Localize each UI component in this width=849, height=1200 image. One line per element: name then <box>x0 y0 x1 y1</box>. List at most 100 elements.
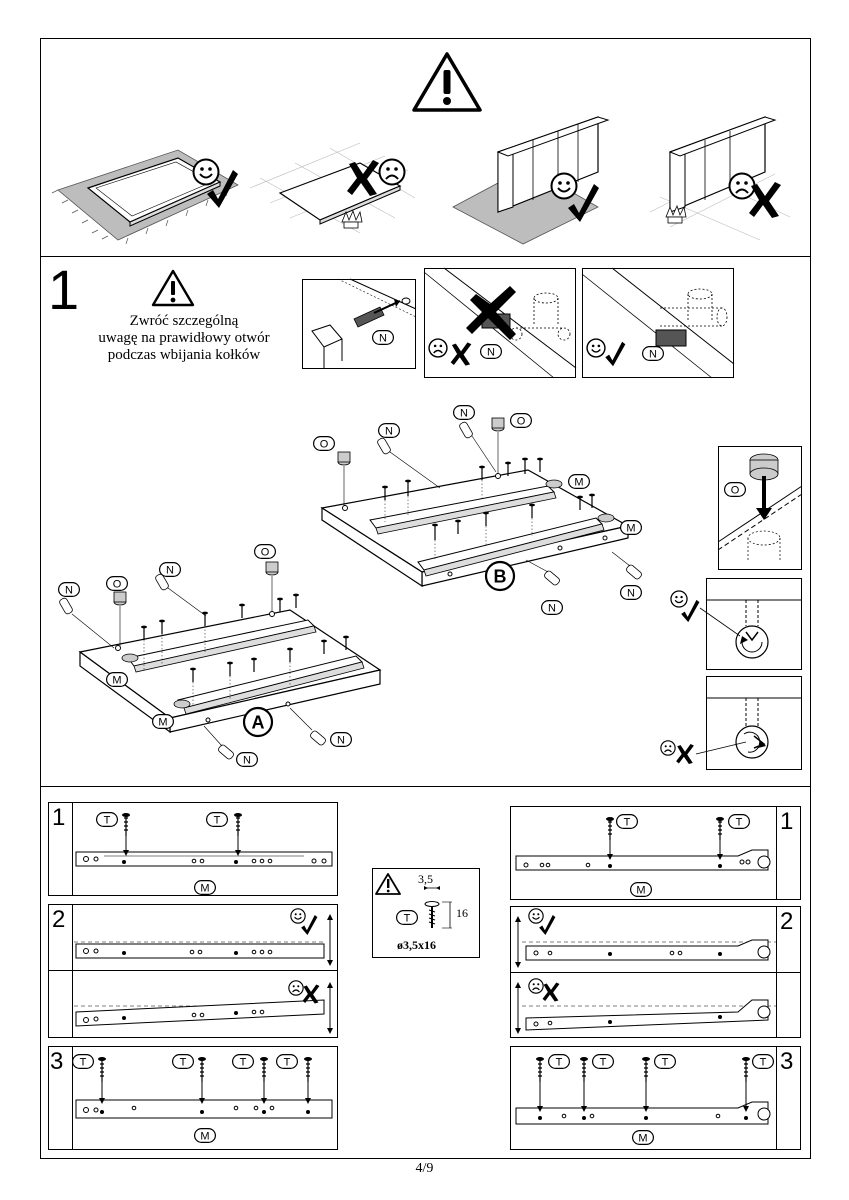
label-badge: O <box>254 544 276 560</box>
pointer-line <box>699 607 741 637</box>
wrong-hole-detail <box>423 267 577 379</box>
label-badge: N <box>330 732 352 748</box>
label-badge: N <box>642 346 664 362</box>
cam-wrong-detail-box <box>706 676 802 770</box>
svg-text:M: M <box>638 1133 647 1145</box>
label-badge: T <box>72 1054 94 1070</box>
wrong-hole-detail-box <box>424 268 576 378</box>
svg-text:B: B <box>494 567 507 587</box>
cam-correct-detail-box <box>706 578 802 670</box>
drawer-rail-drawing <box>515 1057 771 1125</box>
label-badge: T <box>276 1054 298 1070</box>
svg-text:T: T <box>80 1057 87 1069</box>
label-badge: M <box>630 882 652 898</box>
label-badge: N <box>58 582 80 598</box>
label-badge: T <box>548 1054 570 1070</box>
cabinet-on-floor-illustration <box>649 116 791 241</box>
substep-number-divider <box>776 806 778 900</box>
dowel-insert-detail <box>311 278 417 369</box>
cross-mark-icon <box>749 182 781 218</box>
substep-number: 3 <box>780 1048 794 1075</box>
svg-text:N: N <box>385 426 393 438</box>
label-badge: M <box>152 714 174 730</box>
svg-text:T: T <box>662 1057 669 1069</box>
cam-wrong-detail <box>706 697 802 759</box>
panel-a-assembly: A <box>59 561 382 760</box>
svg-text:M: M <box>200 883 209 895</box>
substep-number: 2 <box>780 908 794 935</box>
svg-text:T: T <box>624 817 631 829</box>
smiley-happy-icon <box>290 908 306 924</box>
cross-mark-icon <box>676 744 694 764</box>
substep-number-divider <box>72 1046 74 1150</box>
label-badge: T <box>728 814 750 830</box>
cross-mark-icon <box>347 160 379 196</box>
page-frame <box>40 38 811 1159</box>
svg-text:N: N <box>337 735 345 747</box>
smiley-sad-icon <box>660 740 676 756</box>
smiley-happy-icon <box>192 158 220 186</box>
page-number: 4/9 <box>415 1161 434 1176</box>
panel-b-assembly: B <box>320 417 642 592</box>
svg-text:O: O <box>261 547 270 559</box>
label-badge: O <box>313 436 335 452</box>
screw-spec-diagram <box>375 873 452 929</box>
smiley-happy-icon <box>550 172 578 200</box>
substep-split-line <box>48 970 338 972</box>
svg-text:T: T <box>214 815 221 827</box>
substep-1-left-box <box>48 802 338 896</box>
checkmark-icon <box>301 915 318 935</box>
svg-text:M: M <box>574 477 583 489</box>
panel-on-floor-illustration <box>249 142 416 234</box>
label-badge: T <box>616 814 638 830</box>
label-badge: M <box>620 520 642 536</box>
svg-text:T: T <box>404 913 411 925</box>
screw-spec-box <box>372 868 480 958</box>
svg-text:M: M <box>112 675 121 687</box>
checkmark-icon <box>568 184 599 222</box>
smiley-sad-icon <box>728 172 756 200</box>
smiley-happy-icon <box>670 590 688 608</box>
svg-text:N: N <box>487 347 495 359</box>
label-badge: T <box>752 1054 774 1070</box>
svg-text:O: O <box>517 416 526 428</box>
substep-split-line <box>510 972 801 974</box>
svg-text:T: T <box>284 1057 291 1069</box>
label-badge: N <box>378 423 400 439</box>
svg-text:T: T <box>180 1057 187 1069</box>
svg-text:T: T <box>240 1057 247 1069</box>
label-badge: M <box>194 880 216 896</box>
pointer-line <box>695 741 747 755</box>
screw-length-label: 16 <box>456 906 468 920</box>
svg-text:N: N <box>243 755 251 767</box>
label-badge: N <box>236 752 258 768</box>
warning-triangle-icon <box>151 269 195 307</box>
label-badge: T <box>396 910 418 926</box>
substep-number-divider <box>776 1046 778 1150</box>
substep-number: 1 <box>52 804 66 831</box>
label-badge: M <box>106 672 128 688</box>
cabinet-on-carpet-illustration <box>452 116 610 245</box>
warning-note: Zwróć szczególną uwagę na prawidłowy otw… <box>84 313 284 364</box>
cam-lock-detail-box <box>718 446 802 570</box>
label-badge: T <box>206 812 228 828</box>
svg-text:N: N <box>548 603 556 615</box>
cross-mark-icon <box>302 984 320 1004</box>
label-badge: T <box>96 812 118 828</box>
label-badge: N <box>620 585 642 601</box>
cross-mark-icon <box>542 982 560 1002</box>
label-badge: N <box>480 344 502 360</box>
drawer-rail-level-correct <box>74 914 333 966</box>
substep-3-right-box <box>510 1046 801 1150</box>
substep-1-right-box <box>510 806 801 900</box>
svg-text:T: T <box>760 1057 767 1069</box>
label-badge: O <box>724 482 746 498</box>
warning-triangle-icon <box>412 52 482 112</box>
svg-text:N: N <box>166 565 174 577</box>
drawer-rail-drawing <box>75 813 333 867</box>
substep-3-left-box <box>48 1046 338 1150</box>
checkmark-icon <box>681 599 700 623</box>
step-number: 1 <box>48 258 80 321</box>
svg-text:N: N <box>627 588 635 600</box>
svg-text:M: M <box>200 1131 209 1143</box>
